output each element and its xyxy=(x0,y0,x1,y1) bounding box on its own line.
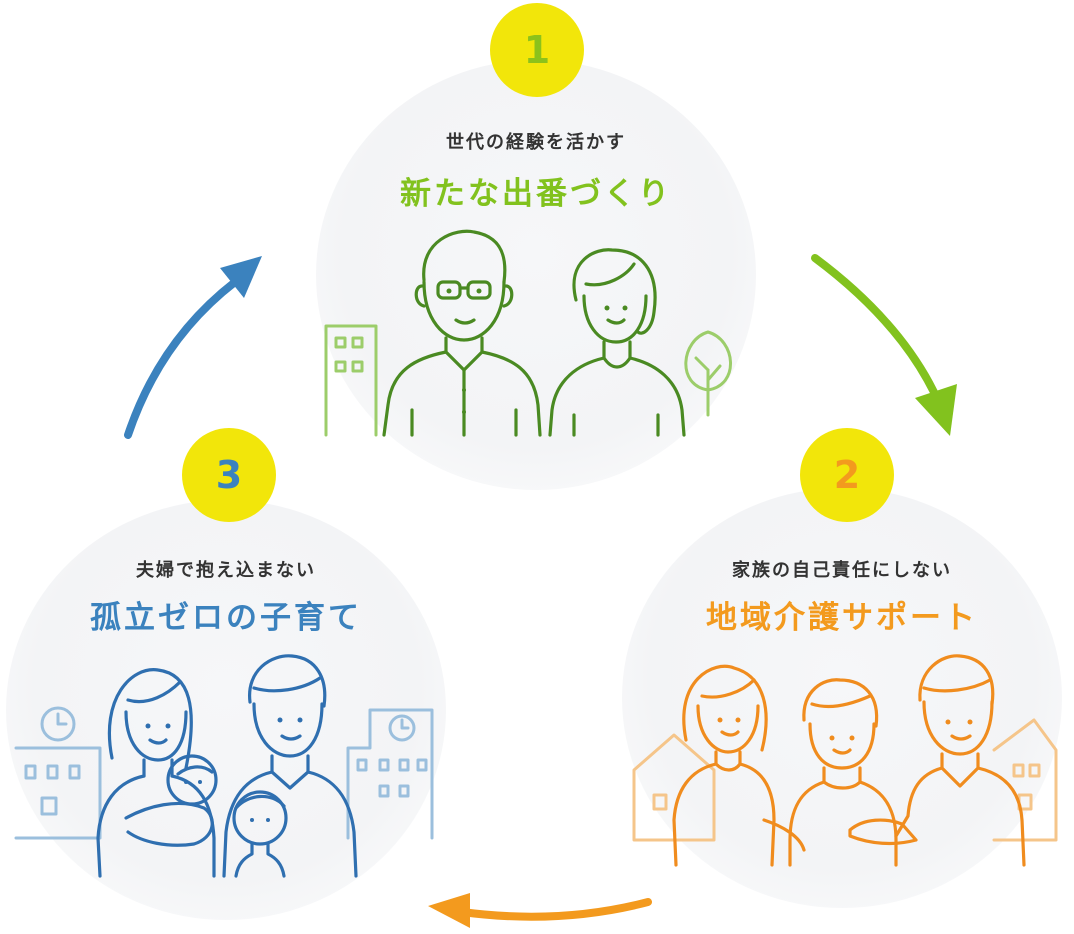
step3-number: 3 xyxy=(215,453,243,497)
step1-title: 新たな出番づくり xyxy=(400,176,672,212)
step2-subtitle: 家族の自己責任にしない xyxy=(732,560,952,581)
step3-number-badge: 3 xyxy=(182,428,276,522)
step2-number-badge: 2 xyxy=(800,428,894,522)
step3-title: 孤立ゼロの子育て xyxy=(90,600,362,636)
step1-subtitle: 世代の経験を活かす xyxy=(446,132,626,153)
step1-number-badge: 1 xyxy=(490,3,584,97)
parents-with-children-illustration xyxy=(14,654,434,878)
family-with-grandmother-illustration xyxy=(632,654,1058,867)
step2-background-circle xyxy=(622,488,1062,908)
elderly-couple-illustration xyxy=(324,229,732,437)
step2-title: 地域介護サポート xyxy=(706,600,978,636)
step2-number: 2 xyxy=(833,453,861,497)
step3-subtitle: 夫婦で抱え込まない xyxy=(136,560,316,581)
step1-number: 1 xyxy=(523,28,551,72)
